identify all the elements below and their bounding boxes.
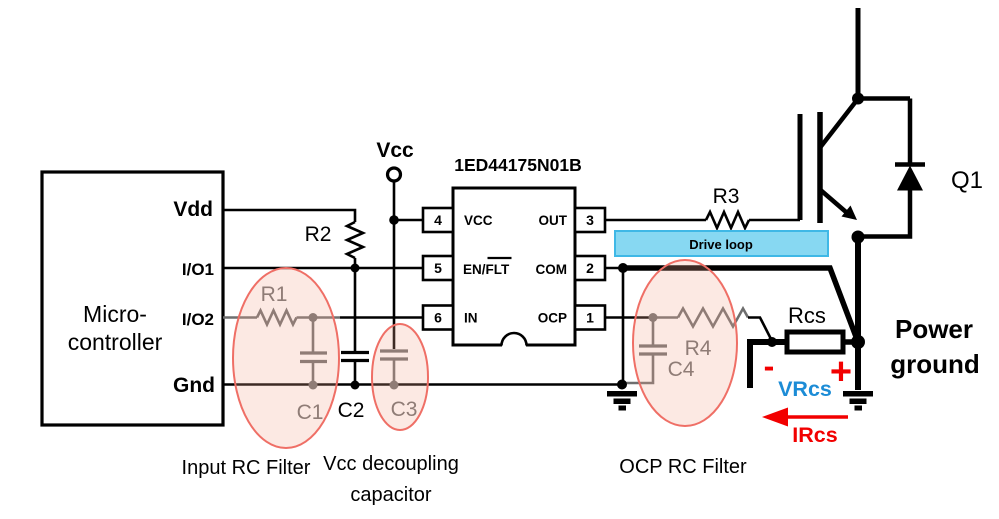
ic-pin-name-vcc: VCC [464,213,493,228]
ic-pin-name-flt: FLT [486,262,510,277]
ic-pin5-number: 5 [434,260,442,276]
mcu-pin-io1-label: I/O1 [182,260,214,279]
junction-collector [852,92,864,105]
ic-pinbox-1 [573,304,607,331]
vcc-terminal [385,166,403,183]
ic-pin-name-en: EN/ [463,262,486,277]
drive-loop-highlight [614,230,829,257]
mcu-pin-io2-label: I/O2 [182,310,214,329]
junction-ocp-r4-c4 [648,313,658,322]
resistor-rcs-body [784,329,846,355]
ic-notch [500,331,528,346]
resistor-r3 [704,208,751,232]
junction-gnd-symbol [617,379,627,390]
ic-pin-name-en-flt: EN/FLT [463,262,510,277]
junction-emitter [851,230,865,244]
power-ground-bar-2 [849,398,867,404]
vrcs-label: VRcs [778,377,832,401]
microcontroller-label-line1: Micro- [83,301,147,327]
cap-c4-label: C4 [668,358,695,381]
caption-vcc-decoupling-line2: capacitor [350,484,431,506]
ground-symbol-power [843,391,873,411]
power-ground-label-line1: Power [895,314,973,344]
caption-vcc-decoupling-line1: Vcc decoupling [323,453,459,475]
junction-c3-gnd [389,380,399,390]
mcu-pin-gnd-label: Gnd [173,374,215,397]
ic-pin4-number: 4 [434,212,442,228]
ic-pin-name-ocp: OCP [538,311,567,326]
wire-c4-bottom [625,355,655,385]
ic-pin-name-out: OUT [539,213,568,228]
igbt-emitter-lead [819,188,848,214]
cap-c2-label: C2 [338,399,365,422]
ground-bar-2 [613,398,631,404]
ic-pin3-number: 3 [586,212,594,228]
highlight-input-rc-filter [232,267,340,449]
vcc-label: Vcc [376,139,414,162]
ic-pinbox-6 [421,304,455,331]
microcontroller-label-line2: controller [68,329,163,355]
ic-pin-name-com: COM [536,262,568,277]
junction-vcc-pin4 [389,215,399,225]
ground-symbol-signal [607,391,637,411]
junction-com [618,263,628,273]
resistor-r3-label: R3 [713,185,740,208]
wire-diode-lower [860,190,913,239]
junction-r2-en [350,263,360,273]
drive-loop-label: Drive loop [689,237,753,252]
transistor-q1-label: Q1 [951,167,983,194]
junction-rcs-powerground [851,335,865,349]
ircs-arrow-head [762,407,788,427]
highlight-ocp-rc-filter [632,259,738,427]
junction-c1-gnd [308,380,318,390]
resistor-r4-label: R4 [685,337,712,360]
diode-triangle [897,165,923,191]
ic-pin2-number: 2 [586,260,594,276]
ic-part-number: 1ED44175N01B [454,155,581,175]
vrcs-plus-sign: + [830,351,852,393]
igbt-emitter-arrow [841,205,857,220]
resistor-rcs-label: Rcs [788,303,826,328]
ic-pin1-number: 1 [586,310,594,326]
junction-shunt-sense [767,337,777,347]
ground-bar-3 [618,405,626,411]
power-ground-bar-3 [854,405,862,411]
wire-vdd [223,208,357,222]
resistor-r2 [343,220,367,260]
power-ground-label-line2: ground [890,349,980,379]
highlight-vcc-decoupling [371,323,429,431]
wire-r4-to-shunt [748,316,774,342]
wire-com-return-loop [623,265,861,343]
igbt-collector-lead [818,98,859,149]
ic-pinbox-2 [573,254,607,282]
cap-c1-label: C1 [297,401,324,424]
junction-r1-c1 [308,313,318,322]
mcu-pin-vdd-label: Vdd [173,198,213,221]
microcontroller-box [40,170,225,427]
ic-pin-name-in: IN [464,311,478,326]
caption-input-rc-filter: Input RC Filter [182,457,311,479]
caption-ocp-rc-filter: OCP RC Filter [619,456,747,478]
resistor-r2-label: R2 [305,223,332,246]
ground-bar-1 [607,391,637,397]
power-ground-bar-1 [843,391,873,397]
ic-pin6-number: 6 [434,310,442,326]
ic-pinbox-5 [421,254,455,282]
resistor-r4 [676,305,750,330]
ircs-label: IRcs [792,423,837,447]
resistor-r1-label: R1 [261,283,288,306]
cap-c3-label: C3 [391,398,418,421]
junction-c2-gnd [350,380,360,390]
ic-pinbox-4 [421,206,455,234]
resistor-r1 [255,307,298,328]
vrcs-minus-sign: - [764,348,775,384]
